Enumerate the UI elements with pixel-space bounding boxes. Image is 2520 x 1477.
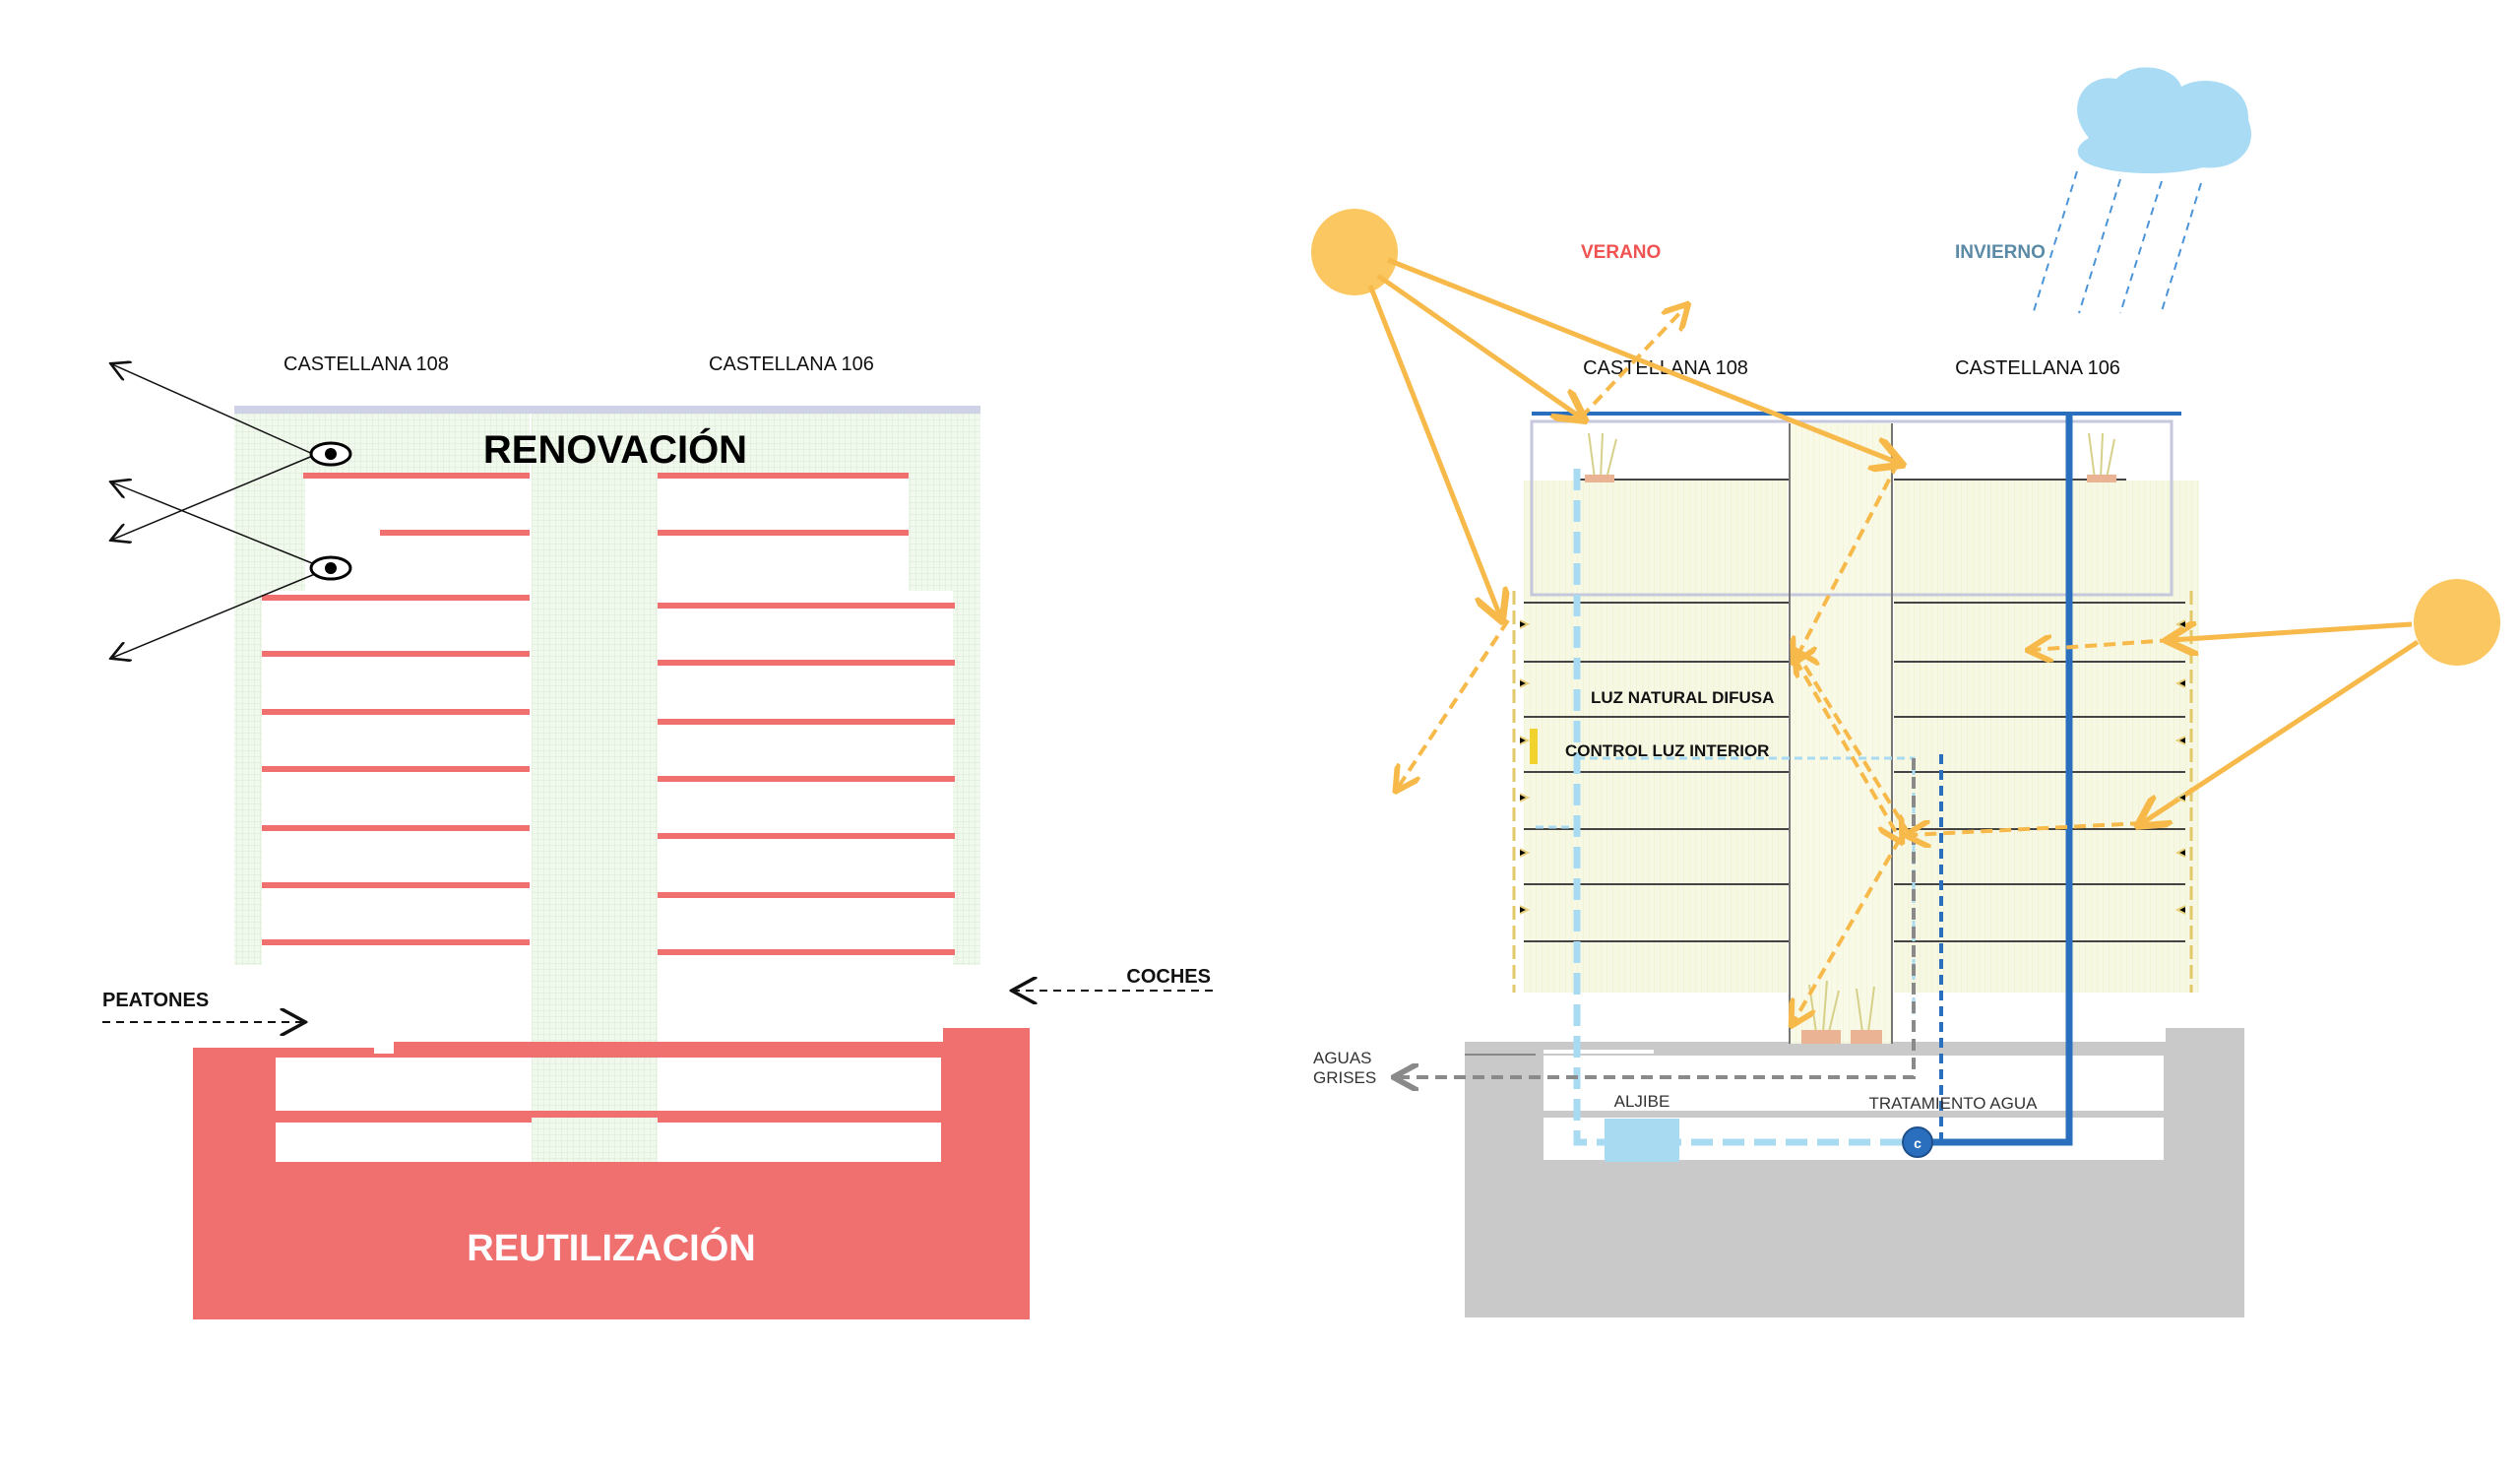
recycled-water-line [1573,469,1918,1146]
aguas-grises-label-2: GRISES [1313,1068,1376,1087]
left-basement-core [532,1058,658,1162]
eye-icon [309,441,352,467]
plant-pot [1801,1030,1841,1044]
aljibe-label: ALJIBE [1614,1092,1670,1111]
plant-pot [1851,1030,1882,1044]
left-view-arrows [112,364,328,658]
winter-sun-rays [2142,624,2420,823]
left-label-peatones: PEATONES [102,990,209,1011]
left-label-coches: COCHES [1126,966,1211,988]
facade-louvres [1519,619,2186,915]
control-luz-label: CONTROL LUZ INTERIOR [1565,741,1769,760]
plant-pot [2087,475,2116,482]
plant-pot [1585,475,1614,482]
right-basement-slab-1 [1465,1042,2174,1050]
right-label-castellana-106: CASTELLANA 106 [1955,357,2120,379]
summer-sun-reflections [1398,307,1900,1022]
right-roof-frame [1530,419,2174,597]
right-basement-slab-2 [1544,1111,2164,1118]
left-basement-slab [276,1111,941,1118]
aguas-grises-label-1: AGUAS [1313,1049,1372,1067]
control-luz-marker [1530,729,1538,764]
aljibe-tank [1605,1119,1679,1162]
rain-icon [2033,170,2202,314]
left-roof-band [234,406,980,414]
cloud-icon [2077,67,2251,174]
water-pump [1902,1126,1933,1158]
right-floors-108 [1524,479,1790,942]
left-reutilizacion-title: REUTILIZACIÓN [467,1226,755,1269]
sun-icon [2414,579,2500,666]
left-diagram: CASTELLANA 108 CASTELLANA 106 RENOVACIÓN [102,353,1213,1319]
eye-icon [309,555,352,581]
summer-sun-rays [1367,257,1898,616]
sun-icon [1311,209,1398,295]
left-grid-core [532,408,658,1156]
plant-icon [1588,432,2115,1033]
right-basement-wall [1465,1050,1544,1162]
right-core-grid [1790,423,1892,1044]
right-tower-108-grid [1524,481,1788,993]
left-slabs-108 [262,473,530,945]
right-diagram: ALJIBE c TRATAMIENTO AGUA AGUAS GRISES C… [1311,67,2500,1317]
luz-natural-label: LUZ NATURAL DIFUSA [1591,688,1774,707]
water-pump-letter: c [1914,1135,1922,1151]
invierno-label: INVIERNO [1955,242,2046,263]
left-renovacion-title: RENOVACIÓN [483,426,747,472]
grey-water-line [1398,758,1916,1077]
tratamiento-label: TRATAMIENTO AGUA [1869,1094,2039,1113]
right-tower-106-grid [1894,481,2199,993]
winter-sun-reflections [1797,640,2173,835]
left-slabs-106 [658,473,955,955]
left-floors-108-bg [262,591,530,965]
verano-label: VERANO [1581,242,1661,263]
left-label-castellana-108: CASTELLANA 108 [284,353,449,375]
left-label-castellana-106: CASTELLANA 106 [709,353,874,375]
rainwater-downpipe [1929,414,2073,1146]
